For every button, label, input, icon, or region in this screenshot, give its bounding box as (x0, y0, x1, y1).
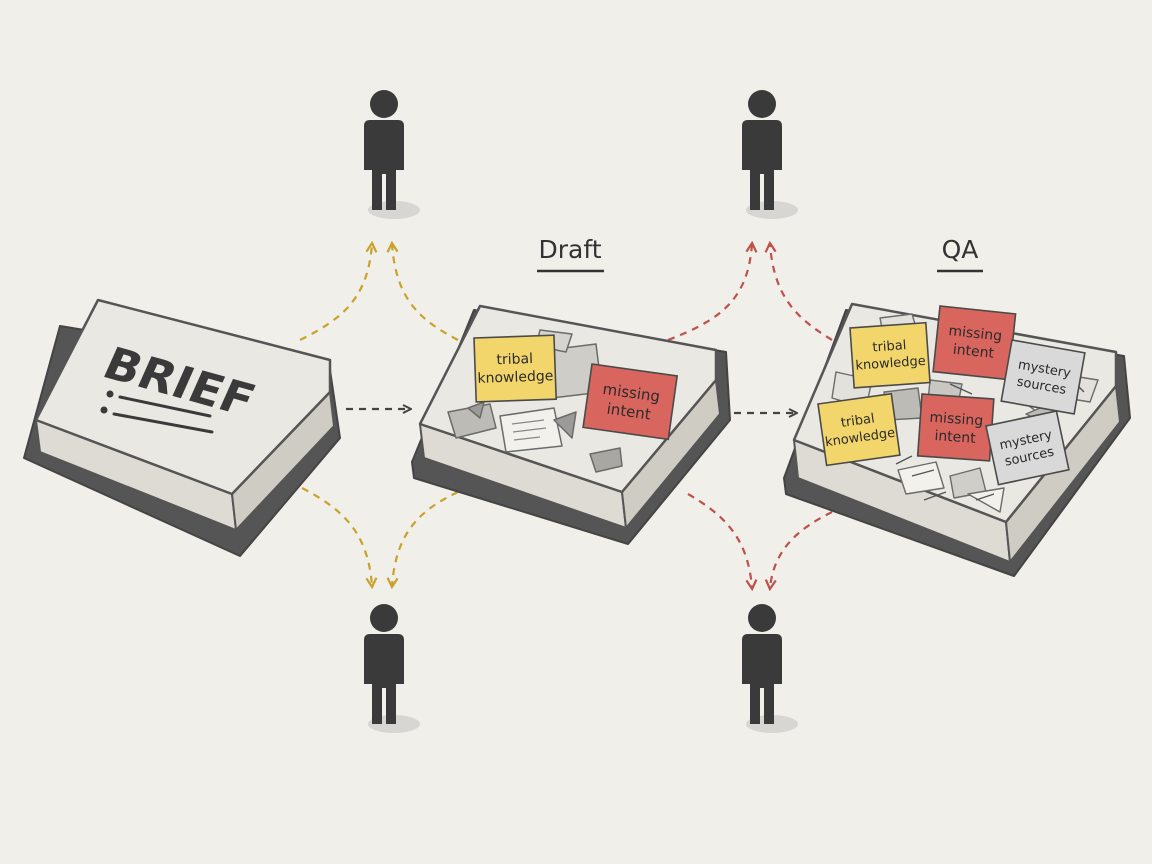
note-tribal-knowledge: tribal knowledge (473, 334, 558, 403)
person-icon (364, 604, 420, 733)
svg-text:knowledge: knowledge (477, 368, 553, 387)
svg-text:intent: intent (952, 342, 995, 362)
qa-block: tribal knowledge missing intent mystery … (783, 302, 1131, 577)
note-missing-intent: missing intent (932, 305, 1017, 381)
note-missing-intent: missing intent (582, 363, 679, 441)
brief-block: BRIEF (23, 298, 341, 557)
svg-text:missing: missing (948, 323, 1003, 345)
note-missing-intent: missing intent (916, 393, 995, 462)
svg-text:tribal: tribal (872, 338, 907, 355)
svg-text:knowledge: knowledge (855, 354, 926, 374)
note-tribal-knowledge: tribal knowledge (849, 321, 931, 389)
svg-text:tribal: tribal (840, 411, 876, 431)
svg-text:missing: missing (929, 410, 984, 430)
qa-title: QA (937, 235, 983, 273)
note-tribal-knowledge: tribal knowledge (817, 392, 901, 467)
person-icon (742, 90, 798, 219)
svg-text:tribal: tribal (496, 351, 533, 368)
note-mystery-sources: mystery sources (1000, 339, 1086, 415)
svg-text:QA: QA (942, 235, 979, 264)
person-icon (742, 604, 798, 733)
person-icon (364, 90, 420, 219)
svg-text:intent: intent (934, 428, 977, 447)
svg-text:intent: intent (606, 400, 652, 424)
handoff-brief-draft (299, 244, 459, 586)
svg-text:Draft: Draft (538, 235, 601, 264)
draft-block: tribal knowledge missing intent (411, 304, 731, 545)
draft-title: Draft (537, 235, 604, 273)
note-mystery-sources: mystery sources (985, 410, 1070, 486)
handoff-draft-qa (667, 244, 833, 588)
